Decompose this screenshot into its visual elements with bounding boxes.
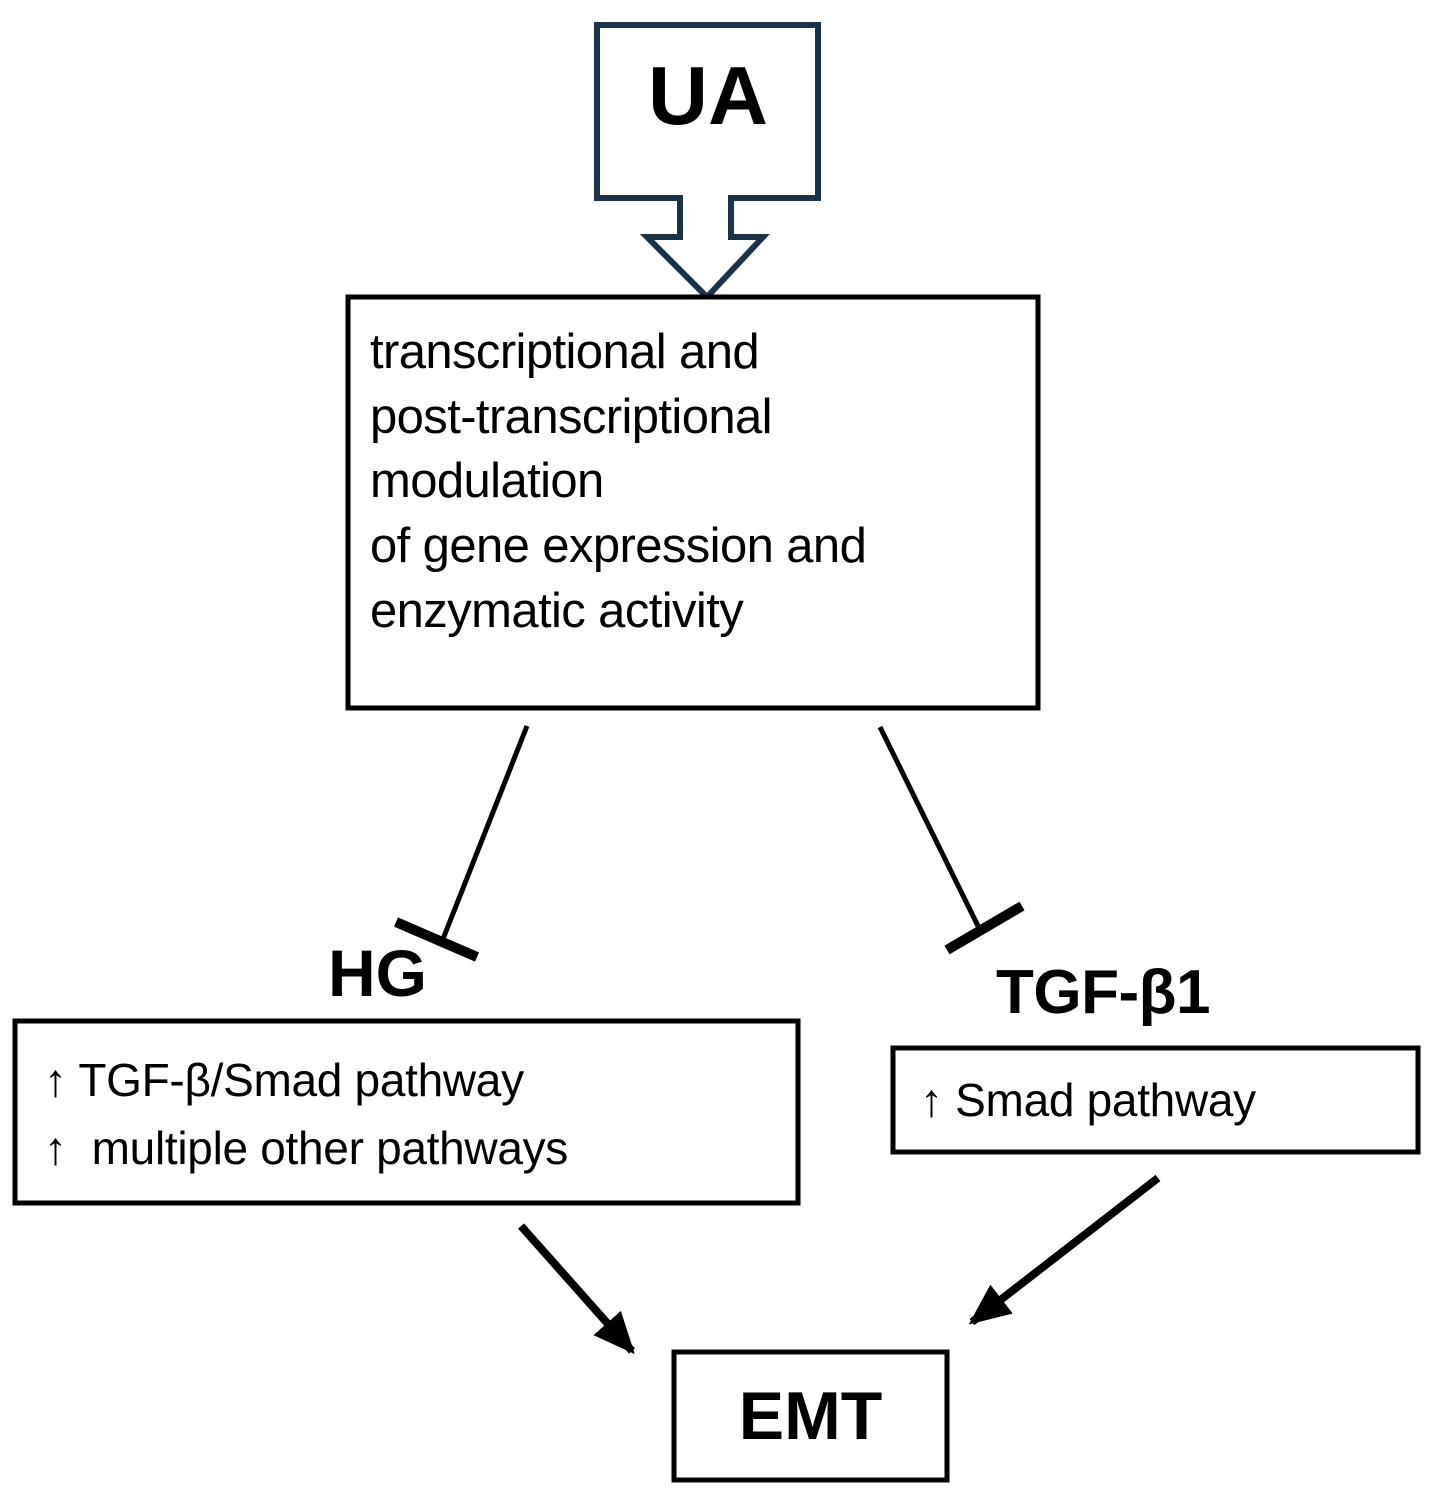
inhibition-connector-tgfb1 [877, 725, 1025, 955]
hg-pathway-item-1: ↑ TGF-β/Smad pathway [44, 1054, 524, 1106]
emt-node-label: EMT [738, 1378, 883, 1454]
modulation-node-text: transcriptional and post-transcriptional… [370, 320, 1030, 643]
modulation-box-shape [345, 294, 1041, 711]
modulation-line-1: transcriptional and [370, 325, 760, 379]
hg-pathway-item-2: ↑ multiple other pathways [44, 1122, 569, 1175]
emt-box-shape [671, 1349, 950, 1483]
ua-node-label: UA [648, 49, 768, 142]
tgfb1-box-shape [890, 1045, 1421, 1155]
hg-to-emt-arrow-shape [518, 1223, 635, 1355]
modulation-line-5: enzymatic activity [370, 583, 744, 638]
tgfb1-to-emt-arrow-shape [968, 1174, 1161, 1326]
tgfb1-pathway-item-1: ↑ Smad pathway [920, 1074, 1256, 1126]
modulation-line-3: modulation [370, 454, 604, 509]
hg-node-label: HG [328, 936, 427, 1010]
modulation-line-2: post-transcriptional [370, 389, 773, 444]
hg-pathway-list: ↑ TGF-β/Smad pathway ↑ multiple other pa… [44, 1046, 794, 1182]
inhibition-connector-hg [394, 725, 530, 962]
tgfb1-pathway-list: ↑ Smad pathway [920, 1068, 1400, 1132]
ua-block-arrow-shape [594, 22, 821, 302]
hg-box-shape [12, 1018, 801, 1206]
tgfb1-node-label: TGF-β1 [996, 958, 1210, 1027]
modulation-line-4: of gene expression and [370, 519, 867, 574]
